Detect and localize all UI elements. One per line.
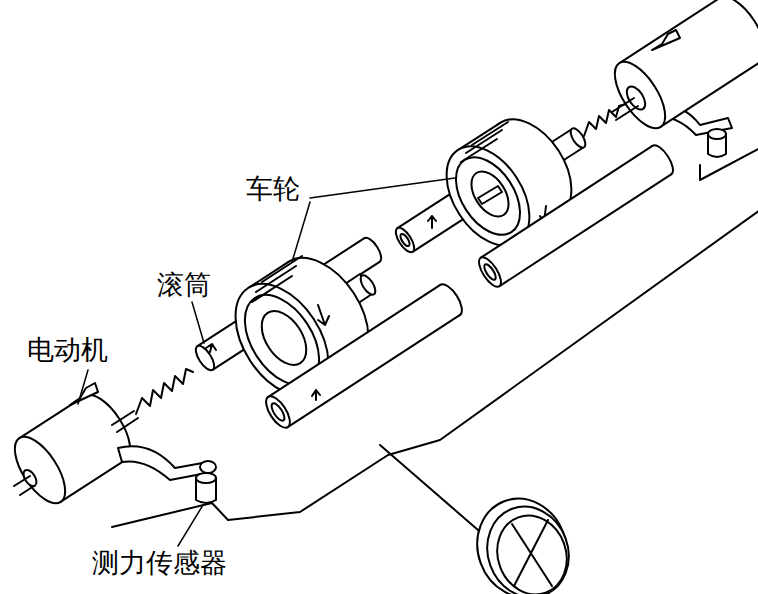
roller [475,142,677,290]
coupling-spring [136,369,193,414]
part-label: 测力传感器 [92,548,227,578]
gauge-wire [380,445,478,530]
part-label: 车轮 [246,174,300,204]
part-label: 电动机 [27,335,108,365]
roller [261,281,466,432]
dial-gauge [464,486,582,594]
coupling-spring [584,104,626,136]
frame-line [112,210,758,527]
part-label: 滚筒 [157,270,211,300]
load-sensor [118,446,216,503]
motor [605,0,758,136]
leader-line [78,178,455,546]
